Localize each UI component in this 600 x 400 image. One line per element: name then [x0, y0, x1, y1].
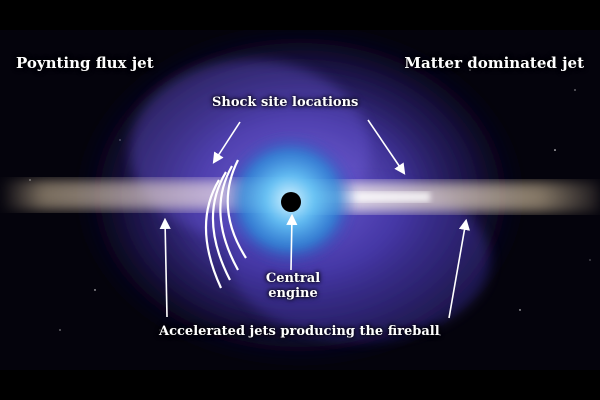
annotation-arrows: [159, 119, 470, 319]
label-poynting-flux-jet: Poynting flux jet: [16, 54, 154, 72]
jet-illustration: [0, 30, 600, 370]
label-shock-site-locations: Shock site locations: [212, 95, 359, 110]
label-central-engine: Central engine: [256, 271, 330, 302]
arrow-engine: [286, 213, 298, 271]
label-accelerated-jets: Accelerated jets producing the fireball: [159, 324, 440, 339]
arrow-jet-right: [448, 218, 470, 319]
stars: [29, 69, 591, 336]
shock-arcs: [204, 159, 247, 289]
label-matter-dominated-jet: Matter dominated jet: [404, 54, 584, 72]
label-central-engine-line1: Central: [265, 271, 321, 286]
arrow-shock-right: [367, 119, 406, 175]
diagram-canvas: Poynting flux jet Matter dominated jet S…: [0, 30, 600, 370]
right-jet-core: [310, 192, 430, 202]
arrow-jet-left: [159, 217, 171, 318]
arrow-shock-left: [212, 121, 241, 164]
central-engine-dot: [281, 192, 301, 212]
label-central-engine-line2: engine: [268, 285, 318, 301]
